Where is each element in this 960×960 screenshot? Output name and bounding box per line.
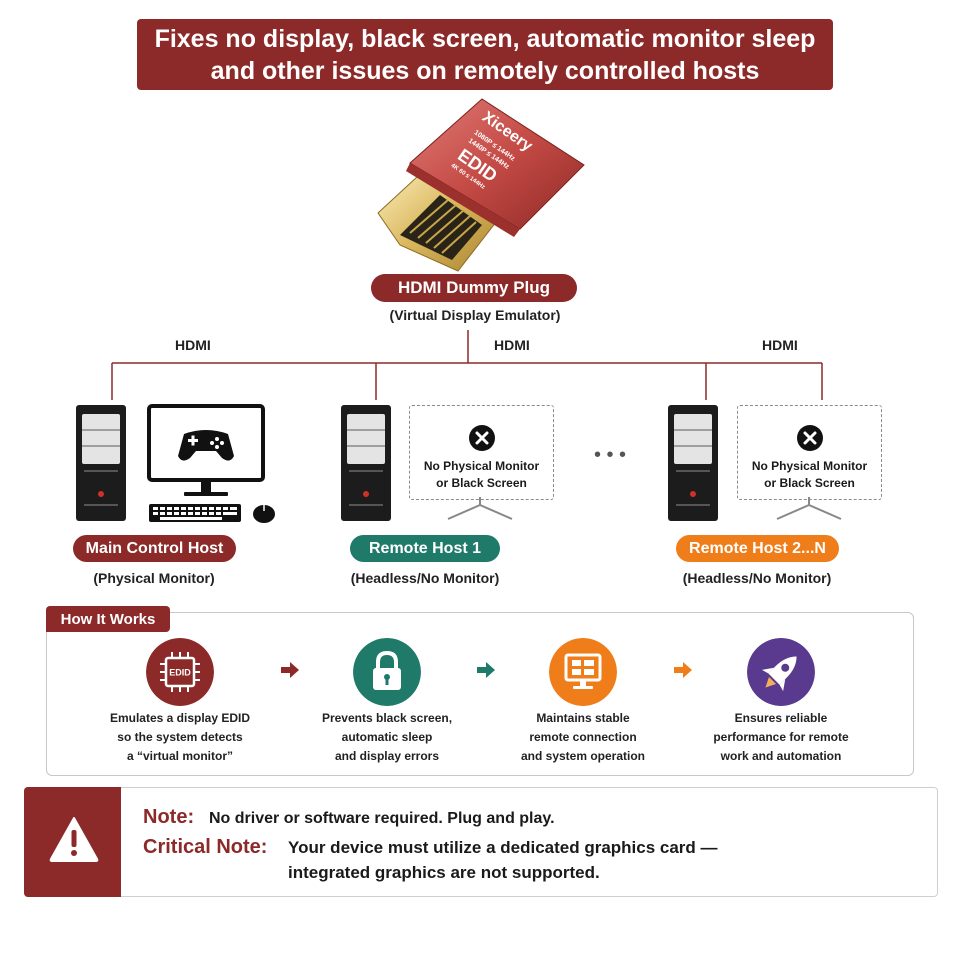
note-panel [24,787,938,897]
how-it-works-title: How It Works [60,610,156,628]
step-1-line-1: Emulates a display EDID [109,711,251,725]
mouse-icon [253,505,275,523]
host-pill-main: Main Control Host [73,535,236,562]
host-subtitle-remote-n: (Headless/No Monitor) [682,570,832,586]
host-title-remote-n: Remote Host 2...N [689,539,826,557]
no-monitor-line-2: or Black Screen [436,476,527,490]
step-2-line-2: automatic sleep [341,730,433,744]
monitor-stand-1 [447,497,513,520]
device-subtitle: (Virtual Display Emulator) [389,307,561,323]
padlock-icon [353,638,421,706]
critical-note-label: Critical Note: [143,836,268,858]
no-monitor-box-2: No Physical Monitor or Black Screen [737,405,882,500]
gamepad-icon [178,430,234,461]
close-circle-icon [796,425,823,451]
pc-tower-remote-n [668,405,718,521]
edid-chip-icon: EDID [146,638,214,706]
no-monitor-line-1: No Physical Monitor [423,459,540,473]
note-text: No driver or software required. Plug and… [209,810,555,827]
arrow-right-icon [674,662,692,678]
how-it-works-tab: How It Works [46,606,170,632]
host-pill-remote-1: Remote Host 1 [350,535,500,562]
arrow-right-icon [477,662,495,678]
critical-note-line-1: Your device must utilize a dedicated gra… [288,838,718,857]
warning-icon [49,817,99,862]
pc-tower-main [76,405,126,521]
monitor-windows-icon [549,638,617,706]
host-pill-remote-n: Remote Host 2...N [676,535,839,562]
device-title-pill: HDMI Dummy Plug [371,274,577,302]
edid-chip-label: EDID [169,668,191,678]
step-4-line-2: performance for remote [713,730,849,744]
device-title: HDMI Dummy Plug [397,278,551,297]
no-monitor-line-1: No Physical Monitor [751,459,868,473]
no-monitor-line-2: or Black Screen [764,476,855,490]
ellipsis: • • • [593,444,627,466]
step-2-line-3: and display errors [334,749,440,763]
connection-lines [111,330,823,400]
step-3-line-3: and system operation [520,749,646,763]
step-3-line-2: remote connection [529,730,637,744]
host-title-main: Main Control Host [85,539,224,557]
critical-note-line-2: integrated graphics are not supported. [288,863,600,882]
hdmi-label-center: HDMI [494,337,530,353]
banner-line-2: and other issues on remotely controlled … [210,56,760,85]
close-circle-icon [468,425,495,451]
step-4-line-3: work and automation [720,749,842,763]
keyboard-icon [149,504,241,522]
note-label: Note: [143,806,195,828]
step-3-line-1: Maintains stable [536,711,630,725]
step-4-line-1: Ensures reliable [734,711,828,725]
arrow-right-icon [281,662,299,678]
step-4-text: Ensures reliable performance for remote … [686,709,876,766]
step-2-line-1: Prevents black screen, [321,711,453,725]
step-3-text: Maintains stable remote connection and s… [488,709,678,766]
host-subtitle-main: (Physical Monitor) [93,570,215,586]
step-1-text: Emulates a display EDID so the system de… [85,709,275,766]
rocket-icon [747,638,815,706]
hdmi-dummy-plug-image: Xiceery 1080P ≤ 144Hz 1440P ≤ 144Hz EDID… [377,98,585,272]
step-1-line-3: a “virtual monitor” [126,749,233,763]
no-monitor-box-1: No Physical Monitor or Black Screen [409,405,554,500]
step-2-text: Prevents black screen, automatic sleep a… [292,709,482,766]
header-banner: Fixes no display, black screen, automati… [137,19,833,90]
banner-line-1: Fixes no display, black screen, automati… [154,24,816,53]
pc-tower-remote-1 [341,405,391,521]
physical-monitor [147,404,275,523]
host-subtitle-remote-1: (Headless/No Monitor) [350,570,500,586]
hdmi-label-right: HDMI [762,337,798,353]
host-title-remote-1: Remote Host 1 [368,539,482,557]
hdmi-label-left: HDMI [175,337,211,353]
step-1-line-2: so the system detects [117,730,243,744]
monitor-stand-2 [776,497,842,520]
